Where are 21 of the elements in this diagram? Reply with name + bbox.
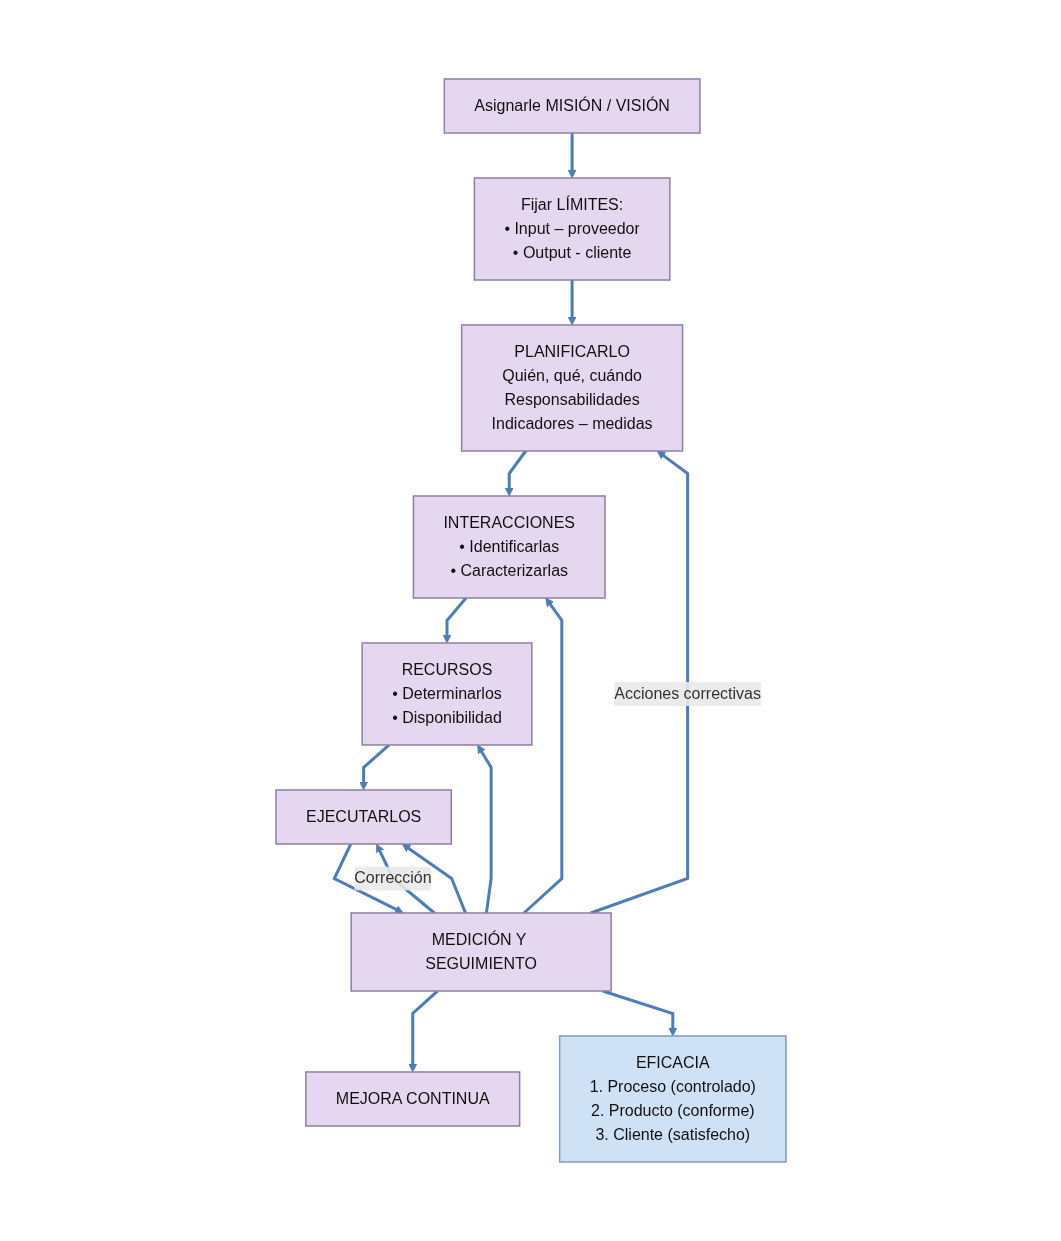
edge-label: Acciones correctivas [613,684,761,702]
arrow [331,843,404,914]
node-box: EFICACIA 1. Proceso (controlado) 2. Producto (conforme) 3. Cliente (satisfecho) [558,1035,787,1163]
edge-label: Corrección [353,869,432,887]
node-box: RECURSOS • Determinarlos • Disponibilidad [360,642,533,746]
node-box: Fijar LÍMITES: • Input – proveedor • Output - cliente [473,177,671,281]
arrow [476,744,493,914]
arrow [407,989,439,1073]
arrow [358,743,390,791]
node-box: Asignarle MISIÓN / VISIÓN [443,78,701,134]
node-box: INTERACCIONES • Identificarlas • Caracterizarlas [412,495,606,599]
node-box: MEJORA CONTINUA [304,1071,520,1127]
arrow [442,597,467,644]
arrow [567,280,577,326]
node-box: PLANIFICARLO Quién, qué, cuándo Responsabilidades Indicadores – medidas [460,324,683,452]
arrow [567,133,577,179]
node-box: EJECUTARLOS [274,789,452,845]
arrow [504,450,527,497]
arrow [601,989,677,1037]
arrow [401,843,467,914]
node-box: MEDICIÓN Y SEGUIMIENTO [349,912,612,992]
